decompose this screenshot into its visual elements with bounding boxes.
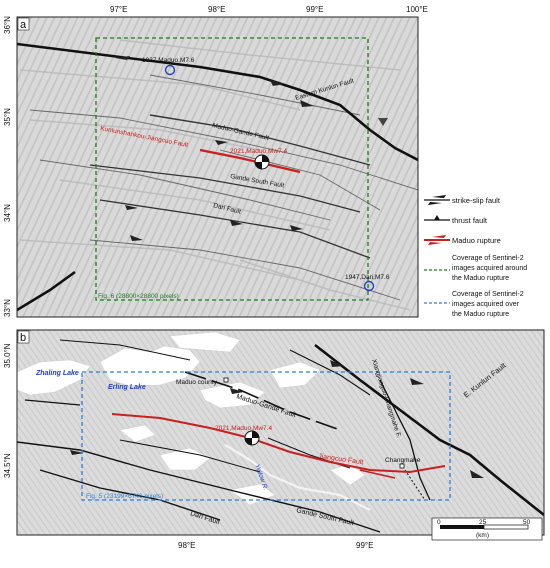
gande-south-fault-line	[89, 164, 361, 213]
lon-tick-98-b: 98°E	[178, 541, 195, 550]
panel-b-faults	[17, 339, 544, 533]
label-event-1947: 1947,Dari,M7.6	[345, 274, 390, 281]
lat-tick-34-5: 34.5°N	[3, 453, 12, 478]
minor-faults	[29, 74, 418, 301]
legend-cov-over-2: images acquired over	[452, 301, 520, 308]
minor-fault-b2	[59, 339, 191, 361]
legend-coverage-blue: Coverage of Sentinel-2 images acquired o…	[424, 291, 524, 318]
southwest-fault-line	[17, 270, 76, 312]
lon-tick-97: 97°E	[110, 5, 127, 14]
panel-b-label: b	[20, 332, 26, 344]
maduo-gande-fault-line-b	[184, 371, 341, 431]
lat-ticks-a: 36°N 35°N 34°N 33°N	[3, 16, 12, 317]
lon-tick-99-b: 99°E	[356, 541, 373, 550]
legend-cov-over-1: Coverage of Sentinel-2	[452, 291, 524, 298]
minor-fault-b3	[24, 399, 81, 406]
lat-tick-35-0: 35.0°N	[3, 343, 12, 368]
coverage-box-blue	[81, 371, 451, 501]
relief-ridges	[19, 39, 411, 311]
label-event-2021-b: 2021,Maduo,Mw7.4	[215, 425, 272, 432]
panel-a-label: a	[20, 19, 27, 31]
label-coverage-blue: Fig. 5 (23199×6746 pixels)	[86, 493, 163, 500]
legend-strike-slip: strike-slip fault	[424, 195, 501, 205]
panel-a-frame	[16, 16, 419, 318]
lat-tick-33: 33°N	[3, 299, 12, 317]
lon-tick-99: 99°E	[306, 5, 323, 14]
eastern-kunlun-fault-line	[17, 42, 418, 162]
lake-areas	[17, 331, 366, 506]
strike-slip-arrows-b	[70, 360, 484, 478]
dari-fault-line	[99, 199, 371, 259]
thrust-marker-a	[378, 118, 388, 126]
lat-tick-34: 34°N	[3, 204, 12, 222]
lat-tick-35: 35°N	[3, 108, 12, 126]
legend-thrust-text: thrust fault	[452, 216, 488, 225]
legend-cov-around-3: the Maduo rupture	[452, 275, 509, 282]
label-changmahe: Changmahe	[385, 457, 421, 464]
beachball-icon-b	[244, 430, 260, 446]
scale-tick-0: 0	[437, 519, 441, 526]
lon-ticks-a: 97°E 98°E 99°E 100°E	[110, 5, 428, 14]
changmahe-marker	[399, 463, 405, 469]
panel-b-relief	[17, 330, 544, 535]
label-coverage-green: Fig. 6 (28800×28800 pixels)	[98, 293, 179, 300]
lat-tick-36: 36°N	[3, 16, 12, 34]
scale-tick-25: 25	[479, 519, 487, 526]
minor-fault-b1	[119, 439, 261, 473]
minor-fault-b5	[289, 349, 371, 396]
beachball-icon-a	[254, 154, 270, 170]
lon-tick-98: 98°E	[208, 5, 225, 14]
legend-rupture-text: Maduo rupture	[452, 236, 501, 245]
maduo-county-marker	[223, 377, 229, 383]
maduo-rupture-line-b	[111, 413, 446, 474]
xiangjiaoguo-fault-line	[379, 379, 431, 501]
legend-thrust: thrust fault	[424, 215, 488, 225]
strike-slip-arrows-a	[115, 56, 314, 241]
maduo-rupture-branch-b	[359, 469, 396, 479]
legend-cov-over-3: the Maduo rupture	[452, 311, 509, 318]
e-kunlun-fault-line-b	[314, 343, 544, 517]
label-event-1937: 1937,Maduo,M7.6	[142, 57, 195, 64]
panel-a-relief	[17, 17, 418, 317]
legend-strike-slip-text: strike-slip fault	[452, 196, 501, 205]
panel-a: a 97°E 98°E 99°E 100°E 36°N 35°N 34°N 33…	[3, 5, 428, 318]
scale-tick-50: 50	[523, 519, 531, 526]
label-event-2021-a: 2021,Maduo,Mw7.4	[230, 148, 287, 155]
legend-cov-around-2: images acquired around	[452, 265, 527, 272]
lat-ticks-b: 35.0°N 34.5°N	[3, 343, 12, 478]
event-1947-circle	[363, 280, 375, 292]
label-erling-lake: Erling Lake	[108, 384, 146, 391]
gande-south-fault-line-b	[17, 441, 381, 533]
maduo-gande-fault-line	[149, 114, 371, 166]
legend: strike-slip fault thrust fault Maduo rup…	[424, 195, 527, 318]
legend-coverage-green: Coverage of Sentinel-2 images acquired a…	[424, 255, 527, 282]
lon-tick-100: 100°E	[406, 5, 428, 14]
label-zhaling-lake: Zhaling Lake	[35, 370, 79, 377]
legend-cov-around-1: Coverage of Sentinel-2	[452, 255, 524, 262]
panel-b: b 35.0°N 34.5°N 98°E 99°E Zhaling Lake E…	[3, 329, 545, 550]
dari-fault-line-b	[39, 469, 221, 521]
scale-bar: 0 25 50 (km)	[431, 517, 543, 541]
event-1937-circle	[164, 64, 176, 76]
coverage-box-green	[95, 37, 369, 301]
label-maduo-county: Maduo county	[176, 379, 218, 386]
lon-ticks-b: 98°E 99°E	[178, 541, 373, 550]
panel-b-label-box: b	[17, 330, 30, 344]
panel-a-label-box: a	[17, 17, 30, 31]
legend-rupture: Maduo rupture	[424, 235, 501, 245]
yellow-river-line	[224, 444, 371, 511]
scale-unit: (km)	[476, 532, 489, 539]
panel-b-frame	[16, 329, 545, 536]
